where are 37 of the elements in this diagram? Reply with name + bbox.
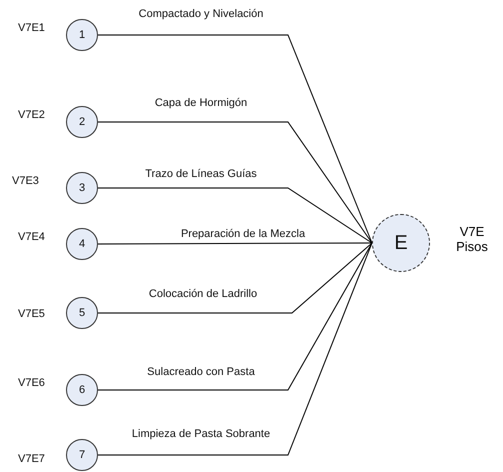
edge-label: Preparación de la Mezcla	[180, 228, 306, 240]
code-label: V7E3	[12, 175, 39, 187]
edge-label: Trazo de Líneas Guías	[144, 168, 258, 180]
code-label: V7E1	[18, 22, 45, 34]
step-number: 4	[78, 238, 86, 250]
step-number: 1	[78, 29, 86, 41]
code-label: V7E4	[18, 231, 45, 243]
step-number: 3	[78, 182, 86, 194]
connector-line	[98, 122, 372, 244]
edge-label: Limpieza de Pasta Sobrante	[130, 428, 272, 440]
connector-line	[98, 242, 372, 314]
connector-line	[98, 242, 372, 244]
connector-line	[98, 34, 372, 244]
code-label: V7E5	[18, 308, 45, 320]
edge-label: Compactado y Nivelación	[138, 8, 264, 20]
edge-label: Capa de Hormigón	[154, 97, 248, 109]
step-number: 6	[78, 384, 86, 396]
step-circle	[66, 297, 98, 329]
step-circle	[66, 172, 98, 204]
step-circle	[66, 374, 98, 406]
step-circle	[66, 106, 98, 138]
step-number: 7	[78, 449, 86, 461]
step-number: E	[394, 232, 408, 254]
step-circle	[66, 439, 98, 471]
code-label: V7E Pisos	[455, 225, 489, 255]
edge-label: Sulacreado con Pasta	[146, 366, 256, 378]
connector-line	[98, 242, 372, 456]
step-circle	[66, 228, 98, 260]
code-label: V7E2	[18, 109, 45, 121]
step-number: 5	[78, 307, 86, 319]
connector-line	[98, 242, 372, 390]
step-number: 2	[78, 116, 86, 128]
connector-line	[98, 188, 372, 244]
code-label: V7E6	[18, 377, 45, 389]
code-label: V7E7	[18, 453, 45, 465]
edge-label: Colocación de Ladrillo	[148, 288, 258, 300]
step-circle	[66, 19, 98, 51]
